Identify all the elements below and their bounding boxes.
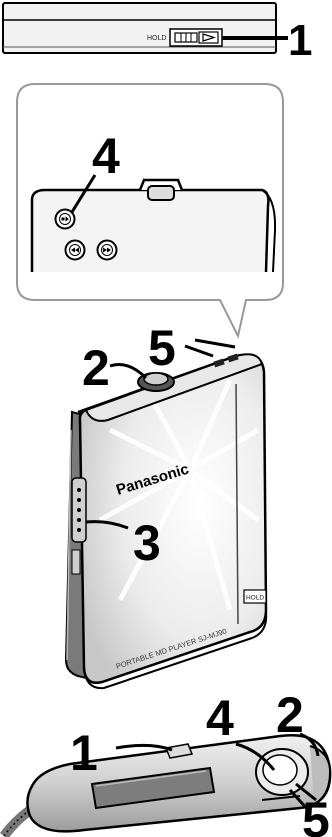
callout-5-remote: 5 [302, 792, 330, 837]
stop-play-button[interactable] [56, 210, 75, 229]
hold-label: HOLD [147, 35, 166, 42]
leader-line [185, 346, 213, 356]
leader-line [110, 365, 146, 379]
play-icon [199, 32, 218, 43]
hold-switch[interactable] [170, 29, 222, 46]
magnified-view [17, 84, 283, 336]
callout-2-remote: 2 [276, 687, 304, 743]
leader-line [195, 340, 235, 347]
player-side-view: HOLD [3, 3, 288, 53]
callout-3-player: 3 [133, 515, 161, 571]
remote-control [4, 735, 330, 836]
volume-buttons[interactable] [72, 478, 86, 542]
hold-slider[interactable]: HOLD [244, 590, 266, 603]
callout-1-remote: 1 [70, 725, 98, 781]
callout-1-top: 1 [288, 16, 312, 65]
leader-line [116, 745, 172, 750]
callout-2-player: 2 [82, 340, 110, 396]
battery-icon [175, 33, 197, 42]
callout-5-player: 5 [148, 320, 176, 376]
fast-forward-button[interactable] [98, 241, 117, 260]
hold-slider-label: HOLD [246, 595, 264, 602]
callout-4-remote: 4 [206, 690, 234, 746]
rewind-button[interactable] [66, 241, 85, 260]
callout-4-magnified: 4 [92, 128, 120, 184]
